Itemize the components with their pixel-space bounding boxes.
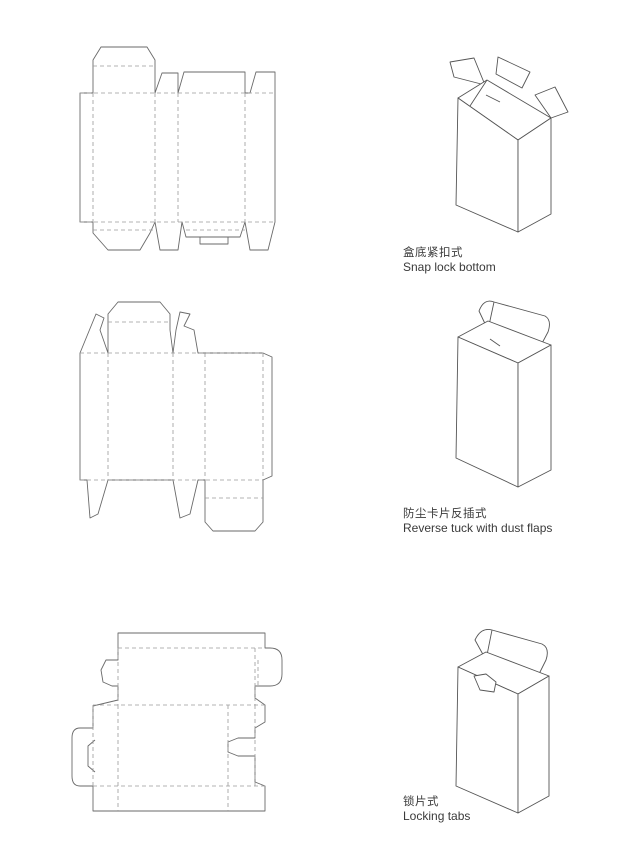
dieline-snap-lock-bottom: [79, 46, 276, 251]
dieline-reverse-tuck: [79, 301, 273, 532]
caption-en: Reverse tuck with dust flaps: [403, 521, 553, 535]
box-3d-locking-tabs: [455, 629, 550, 814]
box-3d-reverse-tuck: [455, 300, 552, 488]
caption-snap-lock-bottom: 盒底紧扣式 Snap lock bottom: [403, 245, 496, 275]
caption-locking-tabs: 锁片式 Locking tabs: [403, 794, 470, 824]
caption-zh: 盒底紧扣式: [403, 245, 463, 259]
caption-en: Snap lock bottom: [403, 260, 496, 274]
caption-zh: 锁片式: [403, 794, 439, 808]
caption-en: Locking tabs: [403, 809, 471, 823]
caption-reverse-tuck: 防尘卡片反插式 Reverse tuck with dust flaps: [403, 506, 552, 536]
box-3d-snap-lock-bottom: [449, 56, 569, 233]
dieline-locking-tabs: [71, 632, 283, 812]
caption-zh: 防尘卡片反插式: [403, 506, 487, 520]
